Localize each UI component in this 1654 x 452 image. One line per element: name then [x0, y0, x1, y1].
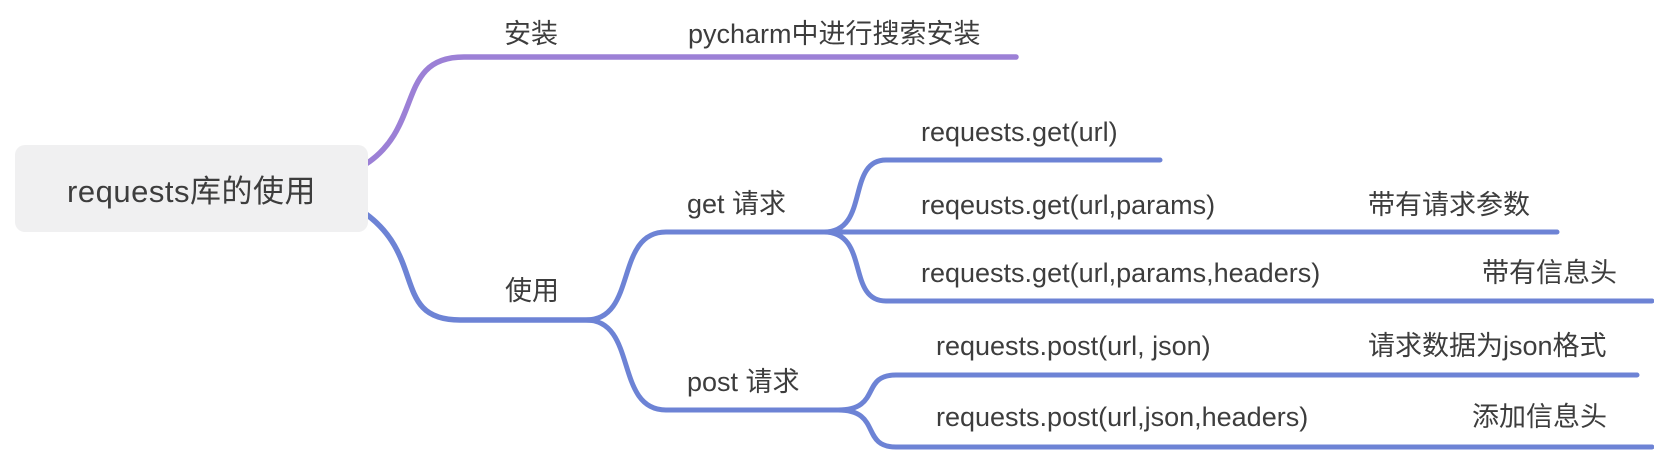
edge-get-child-0	[821, 157, 1163, 235]
topic-use[interactable]: 使用	[505, 276, 559, 306]
topic-get-request[interactable]: get 请求	[687, 189, 787, 219]
note-post-url-json-headers[interactable]: 添加信息头	[1472, 402, 1607, 432]
topic-post-url-json-headers[interactable]: requests.post(url,json,headers)	[936, 402, 1309, 432]
note-get-url-params-headers[interactable]: 带有信息头	[1482, 258, 1617, 288]
topic-install-method[interactable]: pycharm中进行搜索安装	[688, 19, 981, 49]
topic-get-url-params-headers[interactable]: requests.get(url,params,headers)	[921, 258, 1321, 288]
root-topic[interactable]: requests库的使用	[15, 145, 368, 232]
edge-post-child-1	[835, 407, 1654, 450]
topic-get-url[interactable]: requests.get(url)	[921, 117, 1118, 147]
note-post-url-json[interactable]: 请求数据为json格式	[1368, 331, 1607, 361]
note-get-url-params[interactable]: 带有请求参数	[1368, 190, 1530, 220]
edge-post-child-0	[835, 372, 1640, 413]
edge-root-use	[363, 211, 598, 323]
edge-get-child-2	[821, 229, 1654, 304]
topic-get-url-params[interactable]: reqeusts.get(url,params)	[921, 190, 1216, 220]
topic-post-request[interactable]: post 请求	[687, 367, 800, 397]
edge-use-post	[583, 317, 843, 413]
topic-install[interactable]: 安装	[504, 19, 558, 49]
edge-use-get	[583, 229, 839, 323]
topic-post-url-json[interactable]: requests.post(url, json)	[936, 331, 1211, 361]
edge-root-install	[363, 54, 1019, 167]
